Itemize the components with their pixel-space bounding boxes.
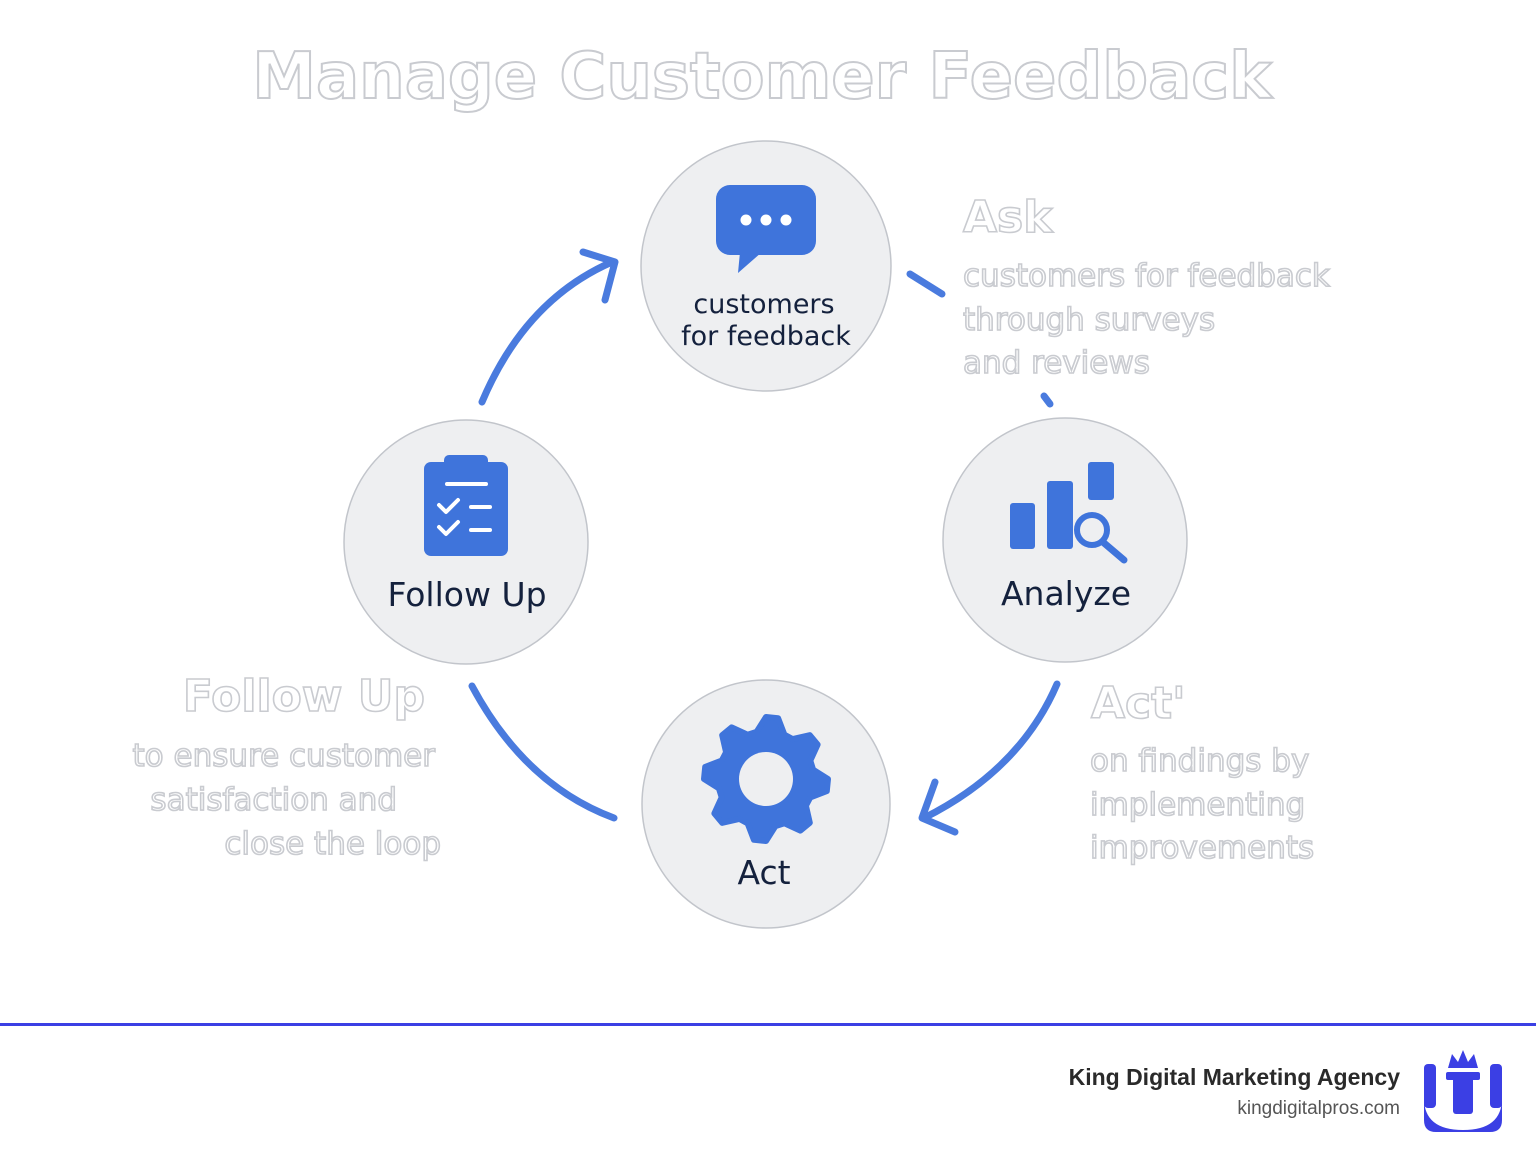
annotation-follow-up-line2: satisfaction and xyxy=(150,782,397,818)
crown-logo-icon[interactable] xyxy=(1420,1048,1510,1136)
arrow-ask-to-analyze-tail xyxy=(1040,392,1054,408)
brand-name[interactable]: King Digital Marketing Agency xyxy=(1068,1064,1400,1090)
annotation-act-line1: on findings by xyxy=(1090,743,1309,779)
annotation-ask-line1: customers for feedback xyxy=(963,258,1330,294)
chat-bubble-icon xyxy=(716,185,816,273)
annotation-ask-line2: through surveys xyxy=(963,302,1215,338)
annotation-act-line3: improvements xyxy=(1090,830,1314,866)
arrow-act-to-followup xyxy=(468,682,618,822)
arrow-analyze-to-act xyxy=(920,680,1061,822)
node-act: Act xyxy=(641,679,891,929)
annotation-follow-up-line1: to ensure customer xyxy=(133,738,436,774)
node-ask: customers for feedback xyxy=(640,140,892,392)
feedback-cycle-diagram: Manage Customer Feedback customers for f… xyxy=(132,39,1331,929)
arrow-ask-to-analyze xyxy=(906,270,946,298)
node-follow-up: Follow Up xyxy=(343,419,589,665)
cycle-arrows xyxy=(468,248,1061,836)
gear-icon xyxy=(701,714,831,844)
bar-chart-search-icon xyxy=(1010,462,1128,564)
annotation-act: Act' on findings by implementing improve… xyxy=(1089,677,1315,867)
annotation-act-heading: Act' xyxy=(1091,678,1186,729)
node-ask-label-line2: for feedback xyxy=(681,321,851,352)
annotation-ask-heading: Ask xyxy=(963,192,1054,243)
node-analyze: Analyze xyxy=(942,417,1188,663)
node-follow-up-label: Follow Up xyxy=(387,575,546,614)
annotation-ask: Ask customers for feedback through surve… xyxy=(962,191,1331,382)
node-ask-label-line1: customers xyxy=(693,289,834,320)
footer-divider xyxy=(0,1023,1536,1026)
annotation-ask-line3: and reviews xyxy=(963,345,1150,381)
annotation-act-line2: implementing xyxy=(1090,787,1305,823)
node-analyze-label: Analyze xyxy=(1001,574,1131,613)
arrow-followup-to-ask xyxy=(478,258,616,406)
brand-url[interactable]: kingdigitalpros.com xyxy=(1237,1098,1400,1119)
clipboard-checklist-icon xyxy=(424,455,508,556)
node-act-label: Act xyxy=(737,853,790,892)
arrow-analyze-to-act-head xyxy=(918,778,959,836)
annotation-follow-up-line3: close the loop xyxy=(224,826,441,862)
arrow-followup-to-ask-head xyxy=(579,248,619,304)
annotation-follow-up-heading: Follow Up xyxy=(183,671,425,722)
diagram-title: Manage Customer Feedback xyxy=(252,40,1273,114)
annotation-follow-up: Follow Up to ensure customer satisfactio… xyxy=(132,670,442,863)
